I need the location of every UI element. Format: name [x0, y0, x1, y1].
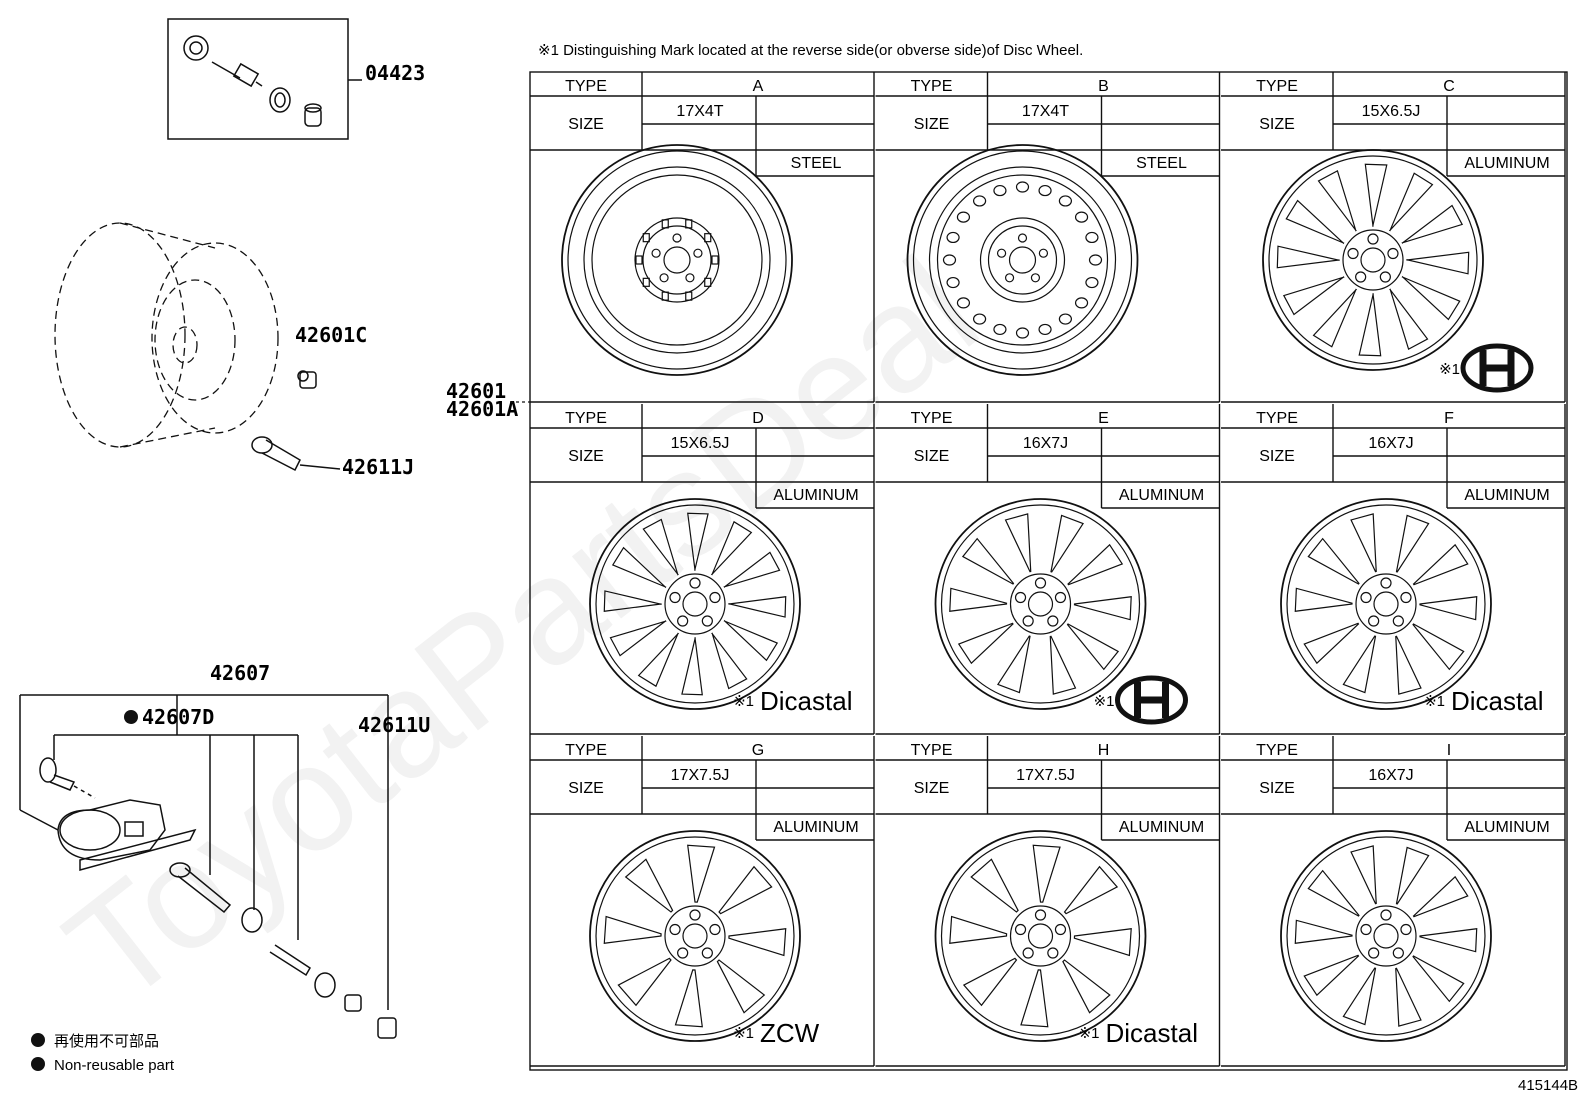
material-value: ALUMINUM [1464, 487, 1549, 504]
size-label: SIZE [1259, 448, 1295, 465]
type-value: C [1443, 78, 1455, 95]
mark-ref: ※1 [1094, 693, 1115, 710]
wheel-illustration-h [934, 830, 1147, 1042]
type-value: G [752, 742, 764, 759]
part-number-42607[interactable]: 42607 [210, 661, 270, 685]
wheel-illustration-i [1280, 830, 1492, 1042]
size-label: SIZE [568, 448, 604, 465]
type-value: H [1098, 742, 1110, 759]
size-value: 17X7.5J [1016, 767, 1075, 784]
wheel-cell-a[interactable]: TYPE A SIZE 17X4T STEEL [530, 72, 875, 403]
material-value: ALUMINUM [1464, 819, 1549, 836]
type-value: E [1098, 410, 1109, 427]
part-number-42601A[interactable]: 42601A [446, 397, 518, 421]
type-value: I [1447, 742, 1451, 759]
part-number-42611U[interactable]: 42611U [358, 713, 430, 737]
type-value: A [753, 78, 764, 95]
material-value: ALUMINUM [773, 819, 858, 836]
wheel-illustration-f [1280, 498, 1492, 710]
wheel-cell-e[interactable]: TYPE E SIZE 16X7J ALUMINUM ※1 [875, 404, 1221, 735]
type-label: TYPE [565, 78, 607, 95]
type-label: TYPE [1256, 410, 1298, 427]
wheel-illustration-e [934, 498, 1147, 710]
type-label: TYPE [565, 742, 607, 759]
part-number-42607D[interactable]: 42607D [142, 705, 214, 729]
legend-line-2: Non-reusable part [54, 1057, 175, 1074]
wheel-cell-i[interactable]: TYPE I SIZE 16X7J ALUMINUM [1221, 736, 1566, 1067]
distinguishing-mark-note: ※1 Distinguishing Mark located at the re… [538, 42, 1083, 59]
size-label: SIZE [914, 780, 950, 797]
figure-id: 415144B [1518, 1077, 1578, 1094]
type-label: TYPE [565, 410, 607, 427]
size-value: 15X6.5J [671, 435, 730, 452]
size-value: 16X7J [1023, 435, 1068, 452]
valve-kit-04423[interactable] [167, 18, 362, 140]
wheel-cell-b[interactable]: TYPE B SIZE 17X4T STEEL [875, 72, 1221, 403]
wheel-cell-f[interactable]: TYPE F SIZE 16X7J ALUMINUM ※1 Dicastal [1221, 404, 1566, 735]
type-value: B [1098, 78, 1109, 95]
legend-line-1: 再使用不可部品 [54, 1033, 159, 1050]
part-number-04423[interactable]: 04423 [365, 61, 425, 85]
type-label: TYPE [1256, 78, 1298, 95]
wheel-cell-h[interactable]: TYPE H SIZE 17X7.5J ALUMINUM ※1 Dicastal [875, 736, 1221, 1067]
table-border [529, 71, 1568, 1071]
material-value: ALUMINUM [1119, 487, 1204, 504]
wheel-illustration-a [561, 144, 793, 376]
type-label: TYPE [911, 410, 953, 427]
size-label: SIZE [1259, 116, 1295, 133]
part-number-42611J[interactable]: 42611J [342, 455, 414, 479]
material-value: STEEL [1136, 155, 1187, 172]
type-value: D [752, 410, 764, 427]
wheel-illustration-c [1262, 149, 1484, 371]
material-value: STEEL [791, 155, 842, 172]
material-value: ALUMINUM [773, 487, 858, 504]
mark-logo-dicastal: Dicastal [1106, 1018, 1198, 1048]
tpms-assembly[interactable] [19, 694, 397, 1039]
type-label: TYPE [1256, 742, 1298, 759]
part-number-42601C[interactable]: 42601C [295, 323, 367, 347]
mark-ref: ※1 [1424, 693, 1445, 710]
wheel-cell-g[interactable]: TYPE G SIZE 17X7.5J ALUMINUM ※1 ZCW [530, 736, 875, 1067]
legend-dot-2 [31, 1057, 45, 1071]
mark-logo-zcw: ZCW [760, 1018, 820, 1048]
tire-illustration [54, 222, 279, 448]
wheel-illustration-d [589, 498, 801, 710]
size-value: 17X7.5J [671, 767, 730, 784]
size-label: SIZE [914, 448, 950, 465]
size-label: SIZE [568, 116, 604, 133]
mark-logo-dicastal: Dicastal [1451, 686, 1543, 716]
part-number-42601[interactable]: 42601 [446, 379, 506, 403]
size-value: 16X7J [1368, 435, 1413, 452]
mark-ref: ※1 [733, 693, 754, 710]
type-label: TYPE [911, 742, 953, 759]
size-label: SIZE [914, 116, 950, 133]
mark-logo-dicastal: Dicastal [760, 686, 852, 716]
legend-dot-1 [31, 1033, 45, 1047]
non-reusable-dot [124, 710, 138, 724]
lug-nut-42601C[interactable] [297, 370, 317, 389]
size-value: 15X6.5J [1362, 103, 1421, 120]
material-value: ALUMINUM [1464, 155, 1549, 172]
wheel-cell-c[interactable]: TYPE C SIZE 15X6.5J ALUMINUM ※1 [1221, 72, 1566, 403]
type-label: TYPE [911, 78, 953, 95]
size-label: SIZE [1259, 780, 1295, 797]
h-logo-mark [1115, 675, 1188, 725]
h-logo-mark [1460, 343, 1534, 393]
mark-ref: ※1 [733, 1025, 754, 1042]
size-value: 17X4T [676, 103, 723, 120]
mark-ref: ※1 [1439, 361, 1460, 378]
size-label: SIZE [568, 780, 604, 797]
type-value: F [1444, 410, 1454, 427]
wheel-illustration-b [906, 144, 1139, 376]
wheel-cell-d[interactable]: TYPE D SIZE 15X6.5J ALUMINUM ※1 Dicastal [530, 404, 875, 735]
size-value: 16X7J [1368, 767, 1413, 784]
watermark: ToyotaPartsDeal [36, 225, 1007, 1035]
valve-42611J[interactable] [251, 436, 341, 472]
size-value: 17X4T [1022, 103, 1069, 120]
wheel-illustration-g [589, 830, 801, 1042]
mark-ref: ※1 [1079, 1025, 1100, 1042]
material-value: ALUMINUM [1119, 819, 1204, 836]
